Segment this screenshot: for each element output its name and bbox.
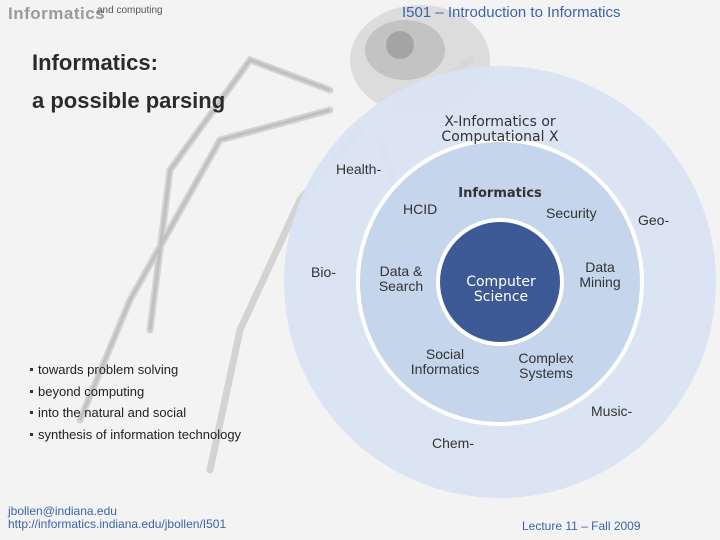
bullet-item: towards problem solving — [30, 362, 241, 384]
item-complex-systems: Complex Systems — [518, 350, 574, 381]
item-bio: Bio- — [311, 264, 336, 280]
item-security: Security — [546, 205, 597, 221]
middle-ring-label: Informatics — [458, 186, 542, 201]
slide-title-line-2: a possible parsing — [32, 88, 226, 113]
core-label: Computer Science — [466, 274, 536, 305]
item-data-search: Data & Search — [378, 263, 424, 294]
bullet-item: synthesis of information technology — [30, 427, 241, 449]
bullet-item: beyond computing — [30, 384, 241, 406]
item-social-informatics: Social Informatics — [410, 346, 480, 377]
footer-lecture: Lecture 11 – Fall 2009 — [522, 519, 641, 533]
logo-subtitle: and computing — [97, 5, 163, 16]
slide-title-line-1: Informatics: — [32, 50, 158, 75]
item-data-mining: Data Mining — [579, 259, 621, 290]
item-geo: Geo- — [638, 212, 670, 228]
core-circle — [436, 218, 564, 346]
footer-email[interactable]: jbollen@indiana.edu — [8, 504, 117, 518]
item-health: Health- — [336, 161, 382, 177]
item-chem: Chem- — [432, 435, 475, 451]
course-title: I501 – Introduction to Informatics — [402, 4, 621, 21]
bullet-item: into the natural and social — [30, 405, 241, 427]
footer-url[interactable]: http://informatics.indiana.edu/jbollen/I… — [8, 517, 227, 531]
item-music: Music- — [591, 403, 633, 419]
outer-ring-label: X-Informatics or Computational X — [441, 114, 559, 145]
item-hcid: HCID — [403, 201, 438, 217]
bullet-list: towards problem solving beyond computing… — [30, 362, 241, 448]
footer-contact: jbollen@indiana.edu http://informatics.i… — [8, 505, 226, 531]
logo: Informatics — [8, 4, 106, 23]
